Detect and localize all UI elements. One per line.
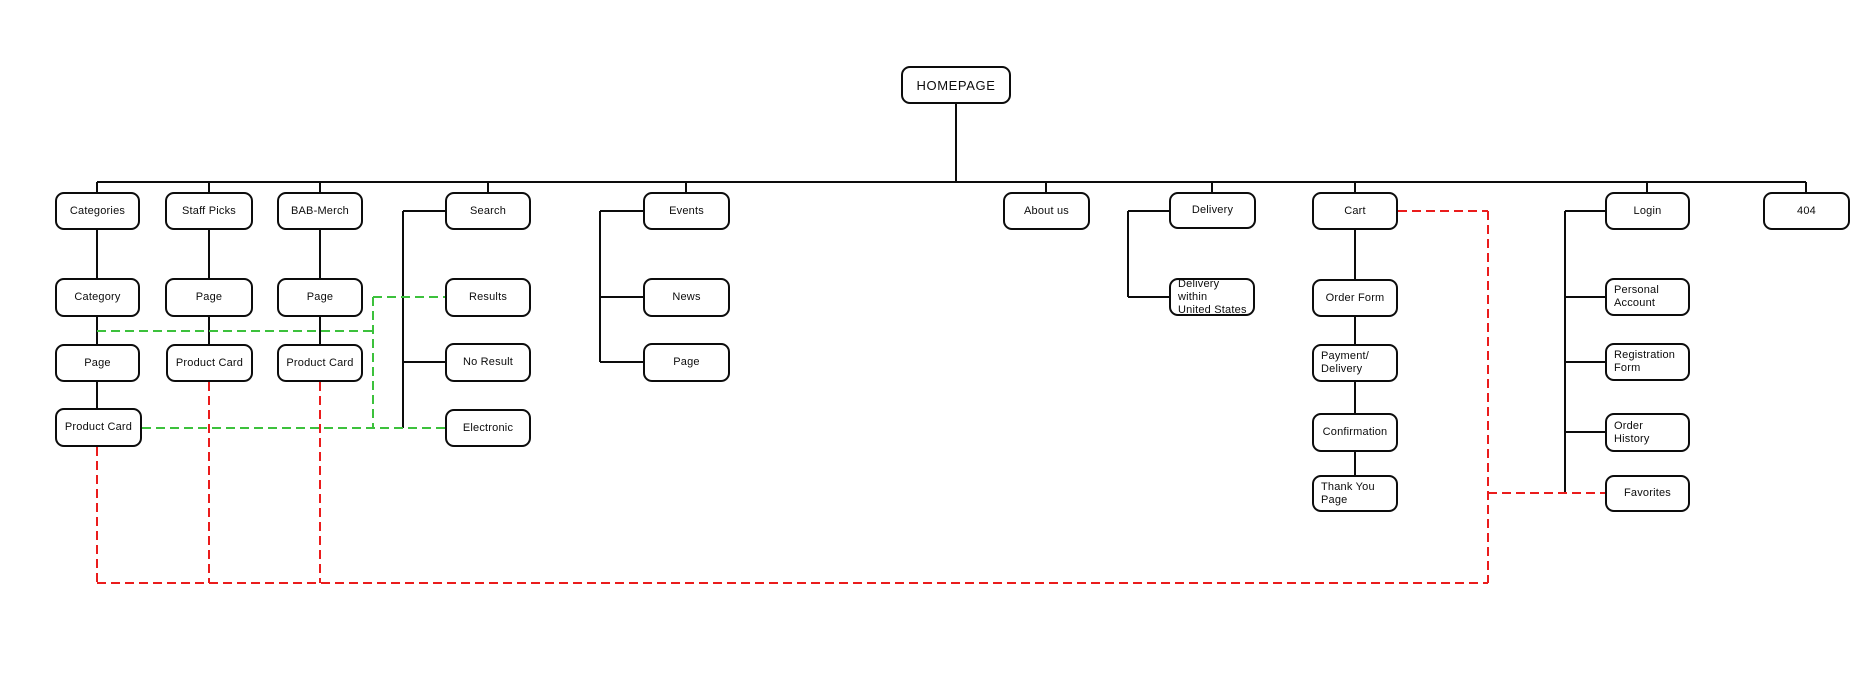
node-label: Staff Picks [182,204,236,217]
node-label: Order History [1614,419,1650,445]
node-label: HOMEPAGE [916,77,996,93]
node-label: Thank You Page [1321,480,1375,506]
node-product-card-staff[interactable]: Product Card [166,344,253,382]
node-delivery[interactable]: Delivery [1169,192,1256,229]
node-about-us[interactable]: About us [1003,192,1090,230]
node-label: No Result [462,356,514,368]
node-label: Login [1633,204,1662,217]
node-label: Payment/ Delivery [1321,350,1370,375]
node-label: Personal Account [1614,284,1660,309]
node-label: Registration Form [1614,349,1676,374]
node-category[interactable]: Category [55,278,140,317]
node-events[interactable]: Events [643,192,730,230]
node-label: Page [84,356,111,369]
node-page-staff-picks[interactable]: Page [165,278,253,317]
node-label: Product Card [64,421,133,433]
node-label: 404 [1797,204,1816,217]
node-order-form[interactable]: Order Form [1312,279,1398,317]
node-label: Categories [69,204,126,217]
node-staff-picks[interactable]: Staff Picks [165,192,253,230]
node-label: Cart [1344,204,1366,217]
node-homepage[interactable]: HOMEPAGE [901,66,1011,104]
node-categories[interactable]: Categories [55,192,140,230]
node-no-result[interactable]: No Result [445,343,531,382]
node-label: Delivery within United States [1178,277,1247,316]
node-delivery-within[interactable]: Delivery within United States [1169,278,1255,316]
node-favorites[interactable]: Favorites [1605,475,1690,512]
node-label: BAB-Merch [290,204,350,217]
node-product-card-category[interactable]: Product Card [55,408,142,447]
node-label: Page [673,356,700,368]
node-label: Product Card [286,356,354,369]
node-search[interactable]: Search [445,192,531,230]
node-cart[interactable]: Cart [1312,192,1398,230]
node-page-category[interactable]: Page [55,344,140,382]
node-label: Product Card [175,356,244,369]
node-page-404[interactable]: 404 [1763,192,1850,230]
node-page-events[interactable]: Page [643,343,730,382]
node-label: Events [669,204,704,217]
node-results[interactable]: Results [445,278,531,317]
node-bab-merch[interactable]: BAB-Merch [277,192,363,230]
node-label: Page [195,291,223,303]
node-label: Page [306,291,334,303]
node-electronic[interactable]: Electronic [445,409,531,447]
node-label: News [672,291,701,303]
node-label: About us [1023,204,1070,217]
node-confirmation[interactable]: Confirmation [1312,413,1398,452]
node-login[interactable]: Login [1605,192,1690,230]
node-label: Results [468,291,508,303]
node-product-card-bab[interactable]: Product Card [277,344,363,382]
node-label: Category [74,291,121,303]
node-payment-delivery[interactable]: Payment/ Delivery [1312,344,1398,382]
node-label: Electronic [462,421,514,434]
node-label: Favorites [1623,487,1672,499]
node-registration-form[interactable]: Registration Form [1605,343,1690,381]
node-label: Search [469,204,507,217]
node-personal-account[interactable]: Personal Account [1605,278,1690,316]
node-page-bab-merch[interactable]: Page [277,278,363,317]
node-label: Order Form [1325,291,1385,304]
node-order-history[interactable]: Order History [1605,413,1690,452]
node-label: Confirmation [1322,426,1388,438]
node-news[interactable]: News [643,278,730,317]
node-thank-you-page[interactable]: Thank You Page [1312,475,1398,512]
node-label: Delivery [1191,204,1234,216]
